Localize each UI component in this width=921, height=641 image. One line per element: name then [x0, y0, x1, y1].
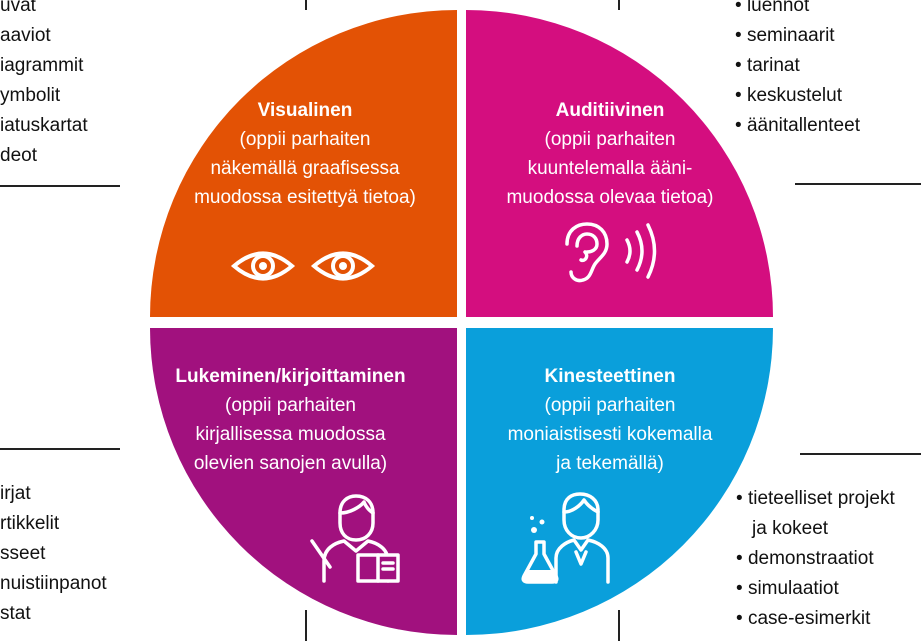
list-item: irjat: [0, 483, 31, 504]
divider-line: [618, 0, 620, 10]
visual-quadrant-text: Visualinen (oppii parhaiten näkemällä gr…: [165, 96, 445, 212]
list-item: nuistiinpanot: [0, 573, 107, 594]
quadrant-auditory: [466, 10, 773, 317]
divider-line: [0, 448, 120, 450]
divider-line: [305, 0, 307, 10]
list-item: tieteelliset projekt: [736, 484, 895, 514]
read-write-quadrant-text: Lukeminen/kirjoittaminen (oppii parhaite…: [128, 362, 453, 478]
kinesthetic-title: Kinesteettinen: [544, 366, 676, 387]
reader-pointer-icon: [310, 494, 400, 583]
list-item: ja kokeet: [752, 518, 829, 539]
list-item: tarinat: [735, 51, 860, 81]
kinesthetic-examples-list: tieteelliset projekt ja kokeet demonstra…: [736, 484, 895, 634]
divider-line: [800, 453, 921, 455]
kinesthetic-description: (oppii parhaiten moniaistisesti kokemall…: [507, 395, 713, 474]
list-item: keskustelut: [735, 81, 860, 111]
list-item: äänitallenteet: [735, 111, 860, 141]
list-item: deot: [0, 145, 37, 166]
list-item: uvat: [0, 0, 36, 16]
auditory-title: Auditiivinen: [555, 100, 665, 121]
auditory-description: (oppii parhaiten kuuntelemalla ääni- muo…: [506, 129, 714, 208]
list-item: case-esimerkit: [736, 604, 895, 634]
divider-line: [795, 183, 921, 185]
ear-sound-icon: [565, 222, 657, 283]
list-item: iagrammit: [0, 55, 84, 76]
kinesthetic-quadrant-text: Kinesteettinen (oppii parhaiten moniaist…: [470, 362, 750, 478]
auditory-quadrant-text: Auditiivinen (oppii parhaiten kuuntelema…: [470, 96, 750, 212]
visual-description: (oppii parhaiten näkemällä graafisessa m…: [194, 129, 416, 208]
list-item: rtikkelit: [0, 513, 60, 534]
quadrant-kinesthetic: [466, 328, 773, 635]
list-item: sseet: [0, 543, 46, 564]
divider-line: [305, 610, 307, 641]
list-item: simulaatiot: [736, 574, 895, 604]
auditory-examples-list: luennot seminaarit tarinat keskustelut ä…: [735, 0, 860, 141]
list-item: iatuskartat: [0, 115, 88, 136]
list-item: seminaarit: [735, 21, 860, 51]
divider-line: [618, 610, 620, 641]
visual-title: Visualinen: [257, 100, 353, 121]
scientist-flask-icon: [521, 492, 610, 584]
read-write-title: Lukeminen/kirjoittaminen: [175, 366, 406, 387]
eyes-icon: [230, 251, 376, 281]
divider-line: [0, 185, 120, 187]
read-write-description: (oppii parhaiten kirjallisessa muodossa …: [193, 395, 388, 474]
list-item: aaviot: [0, 25, 51, 46]
quadrant-visual: [150, 10, 457, 317]
list-item: demonstraatiot: [736, 544, 895, 574]
list-item: luennot: [735, 0, 860, 21]
list-item: stat: [0, 603, 31, 624]
visual-examples-list: uvat aaviot iagrammit ymbolit iatuskarta…: [0, 0, 88, 171]
read-write-examples-list: irjat rtikkelit sseet nuistiinpanot stat: [0, 479, 107, 629]
list-item: ymbolit: [0, 85, 61, 106]
